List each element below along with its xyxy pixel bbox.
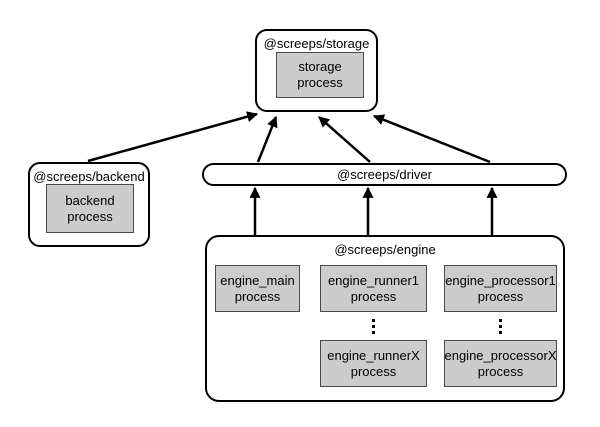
node-engine: @screeps/engine engine_main process engi… [205,235,565,402]
engine-processor1-process-name: engine_processor1 [445,272,556,288]
node-storage: @screeps/storage storage process [255,29,378,112]
engine-processorX-process-box: engine_processorX process [444,340,557,387]
engine-runnerX-process-box: engine_runnerX process [320,340,427,387]
engine-runner1-process-box: engine_runner1 process [320,265,427,312]
engine-processor1-process-box: engine_processor1 process [444,265,557,312]
storage-process-name: storage [298,59,342,74]
node-driver-title: @screeps/driver [337,167,432,182]
engine-runner1-process-word: process [350,288,397,304]
engine-main-process-name: engine_main [220,272,295,288]
backend-process-word: process [67,208,113,224]
engine-main-process-word: process [234,288,281,304]
node-driver: @screeps/driver [202,163,567,186]
vertical-ellipsis-icon [363,314,383,338]
arrow-driver-middle-to-storage [318,116,371,163]
engine-runnerX-process-name: engine_runnerX [327,347,420,363]
backend-process-name: backend [65,192,115,208]
node-backend: @screeps/backend backend process [28,162,150,247]
engine-main-process-box: engine_main process [215,265,300,312]
storage-process-box: storage process [276,52,364,98]
storage-process-word: process [297,75,343,90]
arrow-driver-right-to-storage [372,114,491,164]
arrow-driver-left-to-storage [256,115,278,163]
engine-processorX-process-name: engine_processorX [444,347,557,363]
engine-runner1-process-name: engine_runner1 [327,272,420,288]
engine-processorX-process-word: process [477,363,524,379]
backend-process-box: backend process [46,184,134,233]
arrow-backend-to-storage [87,111,259,163]
node-engine-title: @screeps/engine [334,242,436,257]
engine-processor1-process-word: process [477,288,524,304]
node-backend-title: @screeps/backend [33,169,145,184]
engine-runnerX-process-word: process [350,363,397,379]
vertical-ellipsis-icon [490,314,510,338]
node-storage-title: @screeps/storage [263,36,370,51]
